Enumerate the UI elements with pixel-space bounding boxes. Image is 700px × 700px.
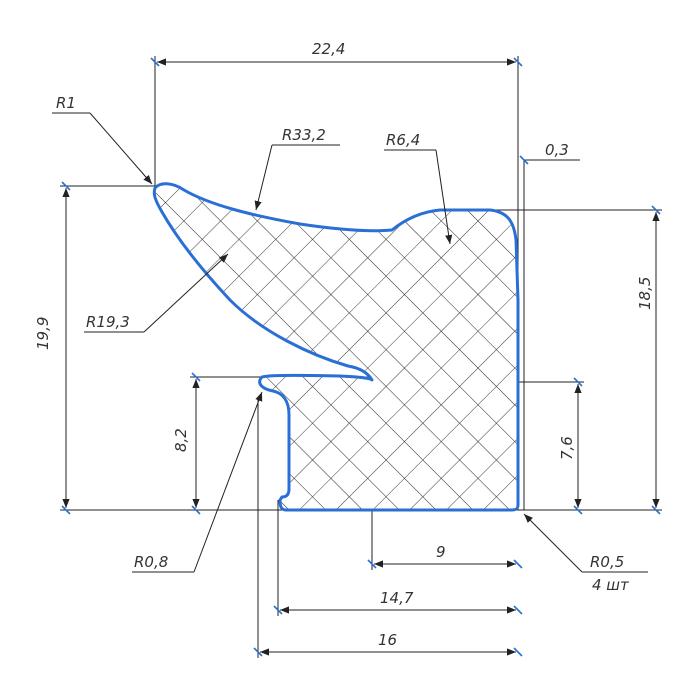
radius-r19-3: R19,3 <box>86 313 130 331</box>
radius-r0-5-count: 4 шт <box>592 576 630 594</box>
radius-r6-4: R6,4 <box>386 131 420 149</box>
dimension-ticks <box>61 57 661 657</box>
dim-bottom-9: 9 <box>436 543 446 561</box>
radius-r0-5: R0,5 <box>590 553 624 571</box>
profile-section <box>152 182 520 512</box>
radius-leaders <box>52 112 648 573</box>
dim-bottom-14-7: 14,7 <box>380 589 414 607</box>
dim-bottom-16: 16 <box>378 631 397 649</box>
dim-height-left: 19,9 <box>34 317 52 350</box>
radius-r33-2: R33,2 <box>282 126 326 144</box>
dim-gap-top: 0,3 <box>545 141 569 159</box>
radius-r0-8: R0,8 <box>134 553 168 571</box>
extension-lines <box>60 56 662 658</box>
radius-r1: R1 <box>56 94 76 112</box>
dim-height-slot-left: 8,2 <box>172 428 190 452</box>
dim-height-right: 18,5 <box>636 277 654 310</box>
dimension-lines <box>62 58 660 656</box>
dim-width-total: 22,4 <box>312 40 345 58</box>
dim-height-slot-right: 7,6 <box>558 436 576 460</box>
